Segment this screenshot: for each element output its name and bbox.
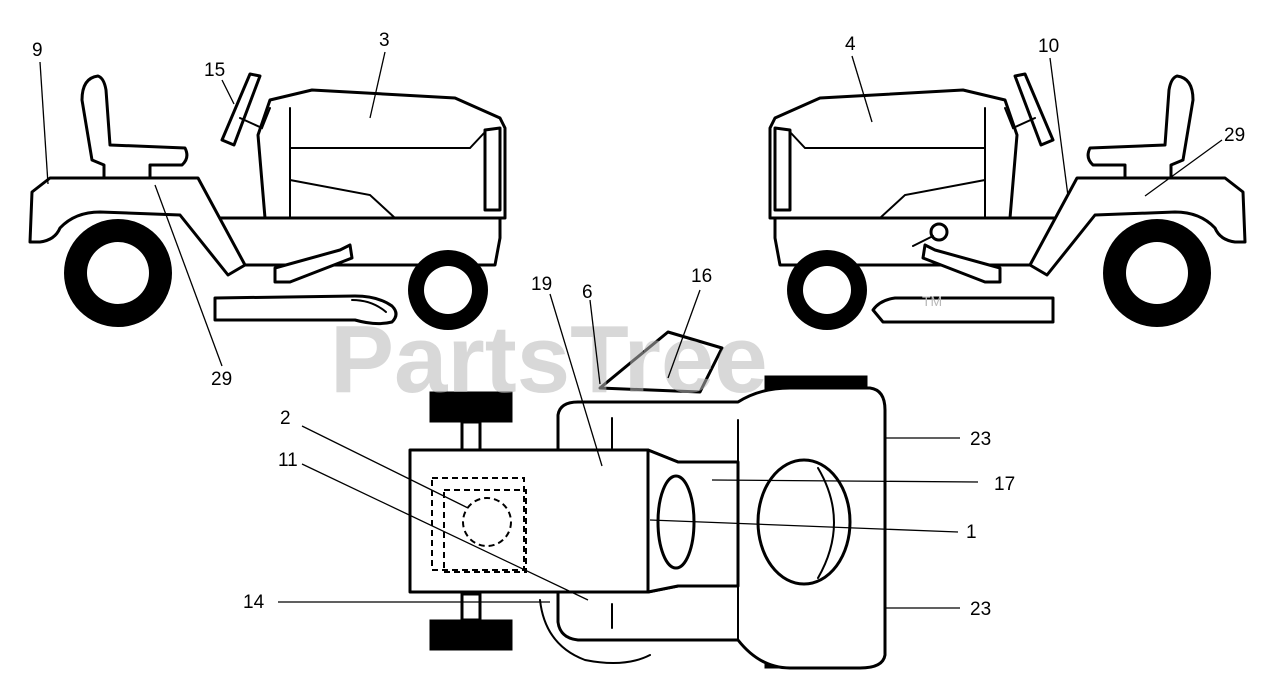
callout-29b: 29 [1224, 125, 1245, 146]
right-lift-lever [912, 235, 934, 247]
left-mower-deck [213, 294, 398, 326]
left-hood [256, 88, 507, 220]
leader-4 [851, 55, 873, 123]
leader-10 [1049, 57, 1069, 197]
left-front-wheel-hub [424, 266, 472, 314]
top-view [408, 330, 887, 670]
right-mower-deck [871, 296, 1055, 324]
callout-2: 2 [280, 408, 291, 429]
leader-1 [649, 519, 959, 533]
left-rear-fender [28, 176, 247, 277]
engine-cover [756, 458, 852, 586]
right-hood [768, 88, 1019, 220]
callout-1: 1 [966, 522, 977, 543]
left-steering-wheel [220, 72, 262, 147]
callout-14: 14 [243, 592, 265, 613]
leader-16 [667, 289, 701, 379]
right-lift-lever-knob [929, 222, 949, 242]
rear-axle-bottom [460, 592, 482, 622]
rear-axle-top [460, 420, 482, 452]
leader-29b [1144, 139, 1223, 197]
left-seat [80, 74, 189, 180]
right-rear-wheel-hub [1126, 242, 1188, 304]
engine-cover-inner [817, 467, 835, 579]
right-side-panel-line [879, 179, 986, 219]
seat-inner-outline [443, 489, 527, 573]
right-grille [773, 126, 792, 212]
watermark-text: PartsTree [330, 306, 768, 413]
leader-17 [711, 479, 979, 483]
right-front-wheel-hub [803, 266, 851, 314]
discharge-chute [598, 330, 724, 394]
leader-15 [221, 79, 235, 105]
watermark-trademark: TM [922, 293, 942, 309]
callout-11: 11 [278, 450, 298, 471]
right-steering-column [1004, 107, 1036, 130]
leader-19 [549, 293, 603, 467]
deck-edge [539, 599, 651, 664]
callout-3: 3 [379, 30, 390, 51]
left-side-panel-line [289, 179, 396, 219]
leader-29a [154, 184, 223, 367]
callout-17: 17 [994, 474, 1015, 495]
right-mower-side-view [768, 72, 1247, 330]
left-hood-crease [289, 131, 486, 149]
leader-2 [301, 425, 469, 509]
leader-9 [39, 61, 49, 185]
right-rear-fender [1028, 176, 1247, 277]
right-seat [1086, 74, 1195, 180]
leader-6 [589, 299, 601, 385]
left-mower-side-view [28, 72, 507, 330]
seat-outline [431, 477, 525, 571]
right-hood-crease [789, 131, 986, 149]
rear-fender-top [408, 448, 680, 594]
leader-3 [369, 51, 386, 119]
left-foot-pedal [273, 243, 354, 284]
seat-pivot-outline [462, 497, 512, 547]
callout-16: 16 [691, 266, 712, 287]
callout-15: 15 [204, 60, 225, 81]
callout-9: 9 [32, 40, 43, 61]
callout-6: 6 [582, 282, 593, 303]
leader-lines [39, 51, 1223, 609]
rear-tire-bottom [429, 619, 513, 651]
callout-4: 4 [845, 34, 856, 55]
right-foot-pedal [921, 243, 1002, 284]
leader-11 [301, 463, 589, 601]
callout-23a: 23 [970, 429, 991, 450]
left-grille [483, 126, 502, 212]
callout-23b: 23 [970, 599, 991, 620]
callout-29a: 29 [211, 369, 232, 390]
left-steering-column [239, 107, 271, 130]
callout-19: 19 [531, 274, 552, 295]
callout-labels: 9 15 3 29 4 10 29 19 6 16 2 11 14 23 17 … [32, 30, 1245, 620]
callout-10: 10 [1038, 36, 1059, 57]
right-steering-wheel [1013, 72, 1055, 147]
left-rear-wheel-hub [87, 242, 149, 304]
left-deck-chute [351, 299, 387, 313]
